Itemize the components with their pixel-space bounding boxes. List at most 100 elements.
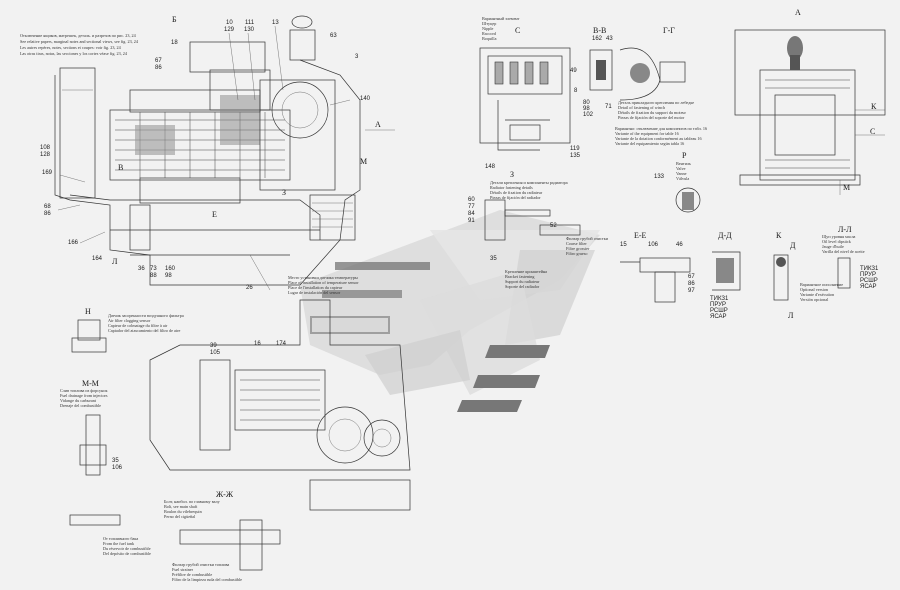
- part-128: 128: [40, 152, 51, 158]
- detail-s-note-3: Raccord: [482, 31, 497, 36]
- part-166: 166: [68, 240, 79, 246]
- detail-z: З Детали крепления и компоненты радиатор…: [468, 170, 581, 289]
- detail-ee: Е-Е Фильтр грубой очистки Coarse filter …: [566, 231, 695, 303]
- ee-note-1: Coarse filter: [566, 241, 587, 246]
- part-130: 130: [244, 27, 255, 33]
- part-111: 111: [245, 20, 255, 26]
- part-135: 135: [570, 153, 581, 159]
- part-102: 102: [583, 112, 594, 118]
- vv-note: Деталь прикладного крепления по лебедке …: [618, 100, 694, 120]
- part-140: 140: [360, 96, 371, 102]
- part-91: 91: [468, 218, 475, 224]
- dd-code-1: ПРУР: [710, 302, 726, 308]
- lower-engine-view: 39 105 16 174: [149, 299, 411, 511]
- ee-note-0: Фильтр грубой очистки: [566, 236, 609, 241]
- vv-note-0: Деталь прикладного крепления по лебедке: [618, 100, 694, 105]
- detail-zhzh-title: Ж-Ж: [216, 490, 234, 499]
- z-note-2: Détails de fixation du radiateur: [490, 190, 543, 195]
- detail-r: Р Вентиль Valve Vanne Válvula 133: [654, 151, 701, 213]
- top-note-1: Отключение ящиков, матрешек, деталь. и р…: [20, 33, 137, 39]
- k-note-3: Versión opcional: [800, 297, 829, 302]
- part-68: 68: [44, 204, 51, 210]
- ee-note-3: Filtro grueso: [566, 251, 588, 256]
- part-106: 106: [648, 242, 659, 248]
- section-l-mark: Л: [112, 257, 118, 266]
- part-108: 108: [40, 145, 51, 151]
- fuel-note-1: From the fuel tank: [103, 541, 135, 546]
- mid-note: Место установки датчика температуры Plac…: [288, 275, 359, 295]
- k-note-0: Вариантное исполнение: [800, 282, 843, 287]
- part-105: 105: [210, 350, 221, 356]
- mm-note-0: Слив топлива из форсунок: [60, 388, 108, 393]
- dd-code-0: ТИКЗ1: [710, 296, 729, 302]
- part-26: 26: [246, 285, 253, 291]
- ll-note-2: Jauge d'huile: [822, 244, 844, 249]
- detail-ll-title: Л-Л: [838, 225, 852, 234]
- fuel-note-2: Du réservoir de combustible: [103, 546, 151, 551]
- part-80: 80: [583, 100, 590, 106]
- part-98: 98: [165, 273, 172, 279]
- section-a-arrow: А: [375, 120, 381, 129]
- ll-note-3: Varilla del nivel de aceite: [822, 249, 865, 254]
- part-119: 119: [570, 146, 580, 152]
- part-169: 169: [42, 170, 53, 176]
- top-notes: Отключение ящиков, матрешек, деталь. и р…: [20, 33, 139, 57]
- z-note-0: Детали крепления и компоненты радиатора: [490, 180, 568, 185]
- part-71: 71: [605, 104, 612, 110]
- zhzh-note-2: Boulon du vilebrequin: [164, 509, 203, 514]
- detail-k-d-mark: Д: [790, 241, 796, 250]
- vv-note-1: Detail of fastening of winch: [618, 105, 666, 110]
- fuel-note-3: Del depósito de combustible: [103, 551, 151, 556]
- part-13: 13: [272, 20, 279, 26]
- part-148: 148: [485, 164, 496, 170]
- vv-note2-1: Variante of the equipment for table 16: [615, 131, 679, 136]
- detail-r-title: Р: [682, 151, 687, 160]
- detail-s-note-4: Boquilla: [482, 36, 497, 41]
- vv-note-2: Détails de fixation du support du moteur: [618, 110, 687, 115]
- part-160: 160: [165, 266, 176, 272]
- part-86c: 86: [688, 281, 695, 287]
- k-note-1: Optional version: [800, 287, 829, 292]
- k-code-0: ТИКЗ1: [860, 266, 879, 272]
- mm-note-1: Fuel drainage from injectors: [60, 393, 108, 398]
- detail-vv-title: В-В: [593, 26, 606, 35]
- part-84: 84: [468, 211, 475, 217]
- section-b-label: Б: [172, 15, 177, 24]
- part-63: 63: [330, 33, 337, 39]
- detail-mm-title: М-М: [82, 379, 99, 388]
- filter-note-1: Fuel strainer: [172, 567, 194, 572]
- z-bottom-2: Support du radiateur: [505, 279, 540, 284]
- detail-zhzh: Ж-Ж Болт, наибол. по главному валу Bolt,…: [103, 490, 281, 582]
- r-note-3: Válvula: [676, 176, 689, 181]
- part-8: 8: [574, 88, 578, 94]
- detail-s: Вариантный элемент Штуцер Nipple Raccord…: [479, 16, 581, 170]
- part-35b: 35: [112, 458, 119, 464]
- part-49: 49: [570, 68, 577, 74]
- mid-note-3: Place de l'installation du capteur: [288, 285, 343, 290]
- part-97: 97: [688, 288, 695, 294]
- detail-z-title: З: [510, 170, 514, 179]
- filter-note-2: Préfiltre de combustible: [172, 572, 212, 577]
- section-m-label: М: [360, 157, 367, 166]
- z-bottom-3: Soporte del radiador: [505, 284, 540, 289]
- part-86b: 86: [44, 211, 51, 217]
- vv-note2-2: Variante de la dotation conformément au …: [615, 136, 702, 141]
- part-67b: 67: [688, 274, 695, 280]
- mid-note-2: Place of installation of temperature sen…: [288, 280, 359, 285]
- k-code-1: ПРУР: [860, 272, 876, 278]
- part-164: 164: [92, 256, 103, 262]
- part-43: 43: [606, 36, 613, 42]
- part-39: 39: [210, 343, 217, 349]
- vv-note2-0: Вариантно: отключение для комплектов по …: [615, 126, 707, 131]
- detail-mm: М-М Слив топлива из форсунок Fuel draina…: [60, 379, 123, 526]
- part-18: 18: [171, 40, 178, 46]
- zhzh-note-1: Bolt, see main shaft: [164, 504, 198, 510]
- mm-note-2: Vidange du carburant: [60, 398, 97, 403]
- part-162: 162: [592, 36, 603, 42]
- part-35: 35: [490, 256, 497, 262]
- r-note-0: Вентиль: [676, 161, 691, 166]
- vv-note2: Вариантно: отключение для комплектов по …: [615, 126, 707, 146]
- dd-code-2: РСШР: [710, 308, 728, 314]
- vv-note-3: Piezas de fijación del soporte del motor: [618, 115, 685, 120]
